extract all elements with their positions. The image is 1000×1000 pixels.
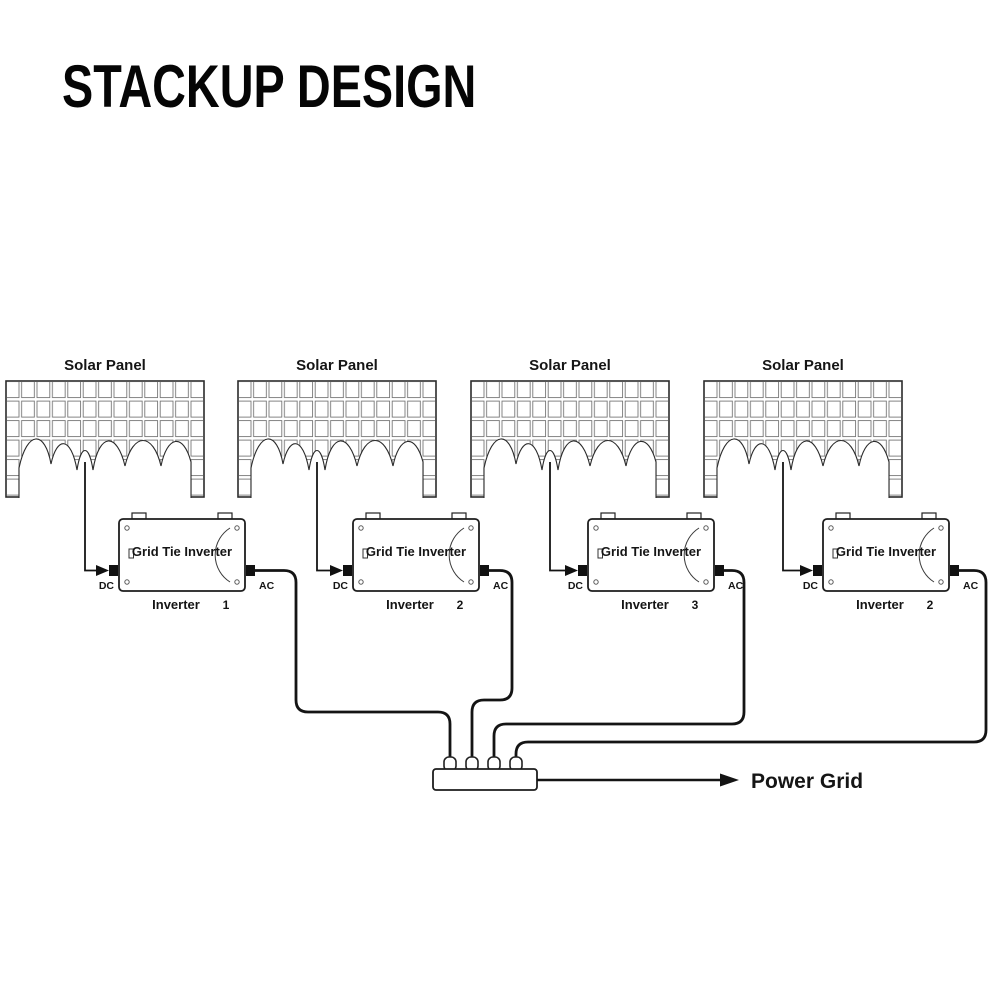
inverter-1-number: 1 <box>223 598 230 612</box>
inverter-1: Grid Tie Inverter DC AC Inverter 1 <box>95 512 275 612</box>
inverter-3-label: Grid Tie Inverter <box>601 544 701 559</box>
inverter-4: Grid Tie Inverter DC AC Inverter 2 <box>799 512 979 612</box>
solar-panel-2: Solar Panel <box>237 357 437 502</box>
ac-wire-1 <box>253 569 452 760</box>
inverter-2-caption: Inverter <box>386 597 434 612</box>
solar-panel-2-label: Solar Panel <box>296 357 378 374</box>
inverter-1-ac-label: AC <box>259 580 275 592</box>
ac-wire-3 <box>492 569 746 760</box>
inverter-4-label: Grid Tie Inverter <box>836 544 936 559</box>
power-strip-body <box>432 768 538 791</box>
ac-wire-2 <box>470 569 514 760</box>
inverter-3-caption: Inverter <box>621 597 669 612</box>
power-strip <box>432 756 538 791</box>
dc-wire-3 <box>549 462 565 572</box>
inverter-2-dc-label: DC <box>333 580 349 592</box>
inverter-3-ac-label: AC <box>728 580 744 592</box>
inverter-1-caption: Inverter <box>152 597 200 612</box>
inverter-4-number: 2 <box>927 598 934 612</box>
page-title: STACKUP DESIGN <box>62 53 477 120</box>
dc-wire-2 <box>316 462 330 572</box>
inverter-3-dc-label: DC <box>568 580 584 592</box>
inverter-4-ac-label: AC <box>963 580 979 592</box>
inverter-4-dc-label: DC <box>803 580 819 592</box>
solar-panel-4: Solar Panel <box>703 357 903 502</box>
inverter-3: Grid Tie Inverter DC AC Inverter 3 <box>564 512 744 612</box>
inverter-4-caption: Inverter <box>856 597 904 612</box>
power-grid-arrow <box>537 773 739 787</box>
solar-panel-3: Solar Panel <box>470 357 670 502</box>
inverter-2-label: Grid Tie Inverter <box>366 544 466 559</box>
inverter-1-label: Grid Tie Inverter <box>132 544 232 559</box>
power-grid-label: Power Grid <box>751 770 863 793</box>
solar-panel-1-label: Solar Panel <box>64 357 146 374</box>
ac-wire-4 <box>514 569 988 760</box>
dc-wire-4 <box>782 462 800 572</box>
inverter-2-ac-label: AC <box>493 580 509 592</box>
inverter-2-number: 2 <box>457 598 464 612</box>
inverter-2: Grid Tie Inverter DC AC Inverter 2 <box>329 512 509 612</box>
inverter-1-dc-label: DC <box>99 580 115 592</box>
solar-panel-4-label: Solar Panel <box>762 357 844 374</box>
arrowhead-icon <box>720 773 739 787</box>
inverter-3-number: 3 <box>692 598 699 612</box>
solar-panel-3-label: Solar Panel <box>529 357 611 374</box>
dc-wire-1 <box>84 462 96 572</box>
solar-panel-1: Solar Panel <box>5 357 205 502</box>
